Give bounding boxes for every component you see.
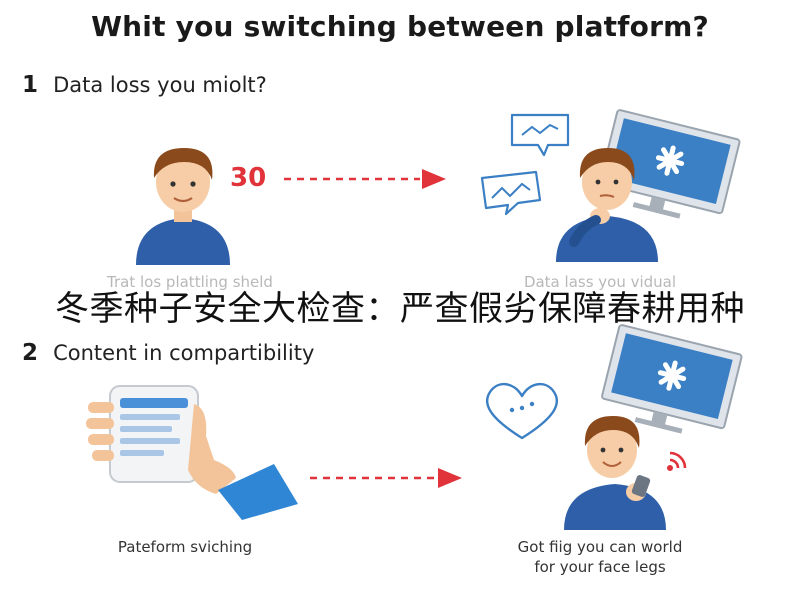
person-left-illustration [136,148,230,265]
section-2-right-caption-line2: for your face legs [534,558,666,576]
stat-number: 30 [230,163,267,193]
chat-bubble-icon [510,113,570,157]
section-2-title: Content in compartibility [53,341,315,365]
heart-icon [485,383,559,440]
section-2-left-caption: Pateform svi​ching [117,538,253,556]
page-title: Whit you switching between platform? [91,10,709,43]
chat-bubble-graph-icon [480,170,542,216]
person-thinking-illustration [556,148,658,262]
section-2-right-caption-line1: Got fiig you can world [517,538,683,556]
dashed-arrow-1 [284,169,446,189]
overlay-headline: 冬季种子安全大检查：严查假劣保障春耕用种 [55,289,745,329]
section-1-left-caption: Trat los plattling sheld [107,273,273,291]
section-2-heading: 2 Content in compartibility [22,340,314,366]
phone-in-hand-illustration [86,385,298,520]
monitor-icon-2 [601,324,743,434]
signal-waves-icon [667,451,687,471]
section-1-title: Data loss you miolt? [53,73,267,97]
dashed-arrow-2 [310,468,462,488]
monitor-icon [599,109,741,219]
section-1-number: 1 [22,72,39,98]
section-2-number: 2 [22,340,39,366]
section-1-right-caption: Data lass you vidual [523,273,677,291]
person-with-phone-illustration [564,416,666,530]
section-1-heading: 1 Data loss you miolt? [22,72,267,98]
